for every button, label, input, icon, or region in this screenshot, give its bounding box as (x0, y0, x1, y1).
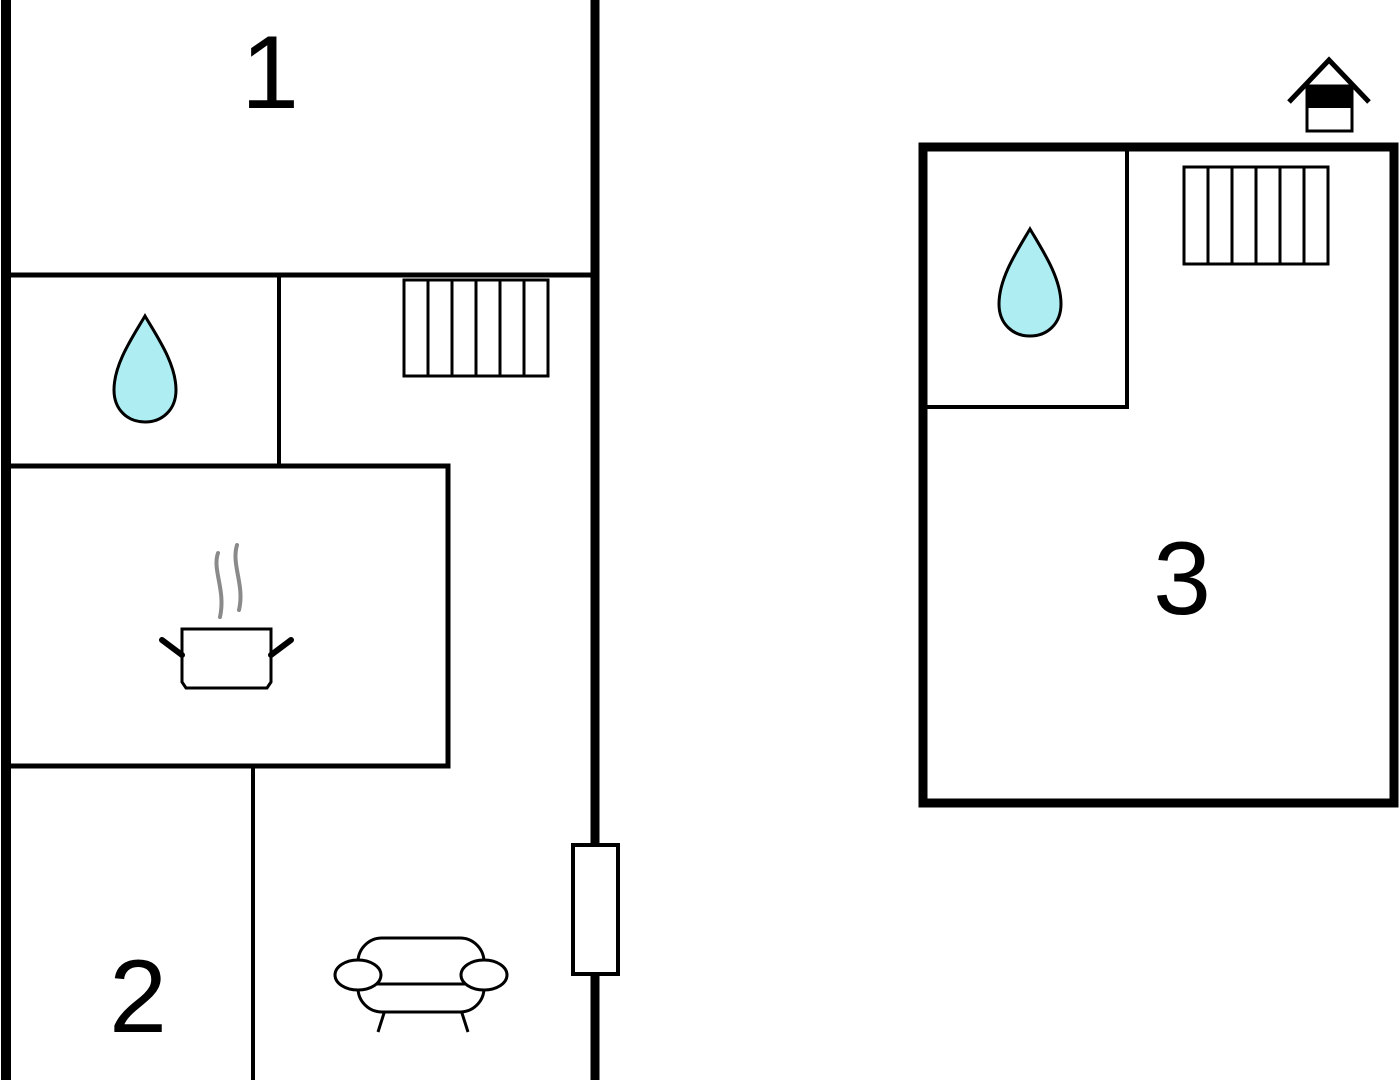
water-drop-icon (112, 313, 178, 424)
armchair-icon (333, 936, 509, 1033)
annex-outer-walls (918, 142, 1399, 808)
main-building (1, 0, 620, 1080)
cooking-pot-icon (159, 543, 294, 690)
steam-lines (214, 543, 243, 619)
water-drop-icon (997, 226, 1063, 338)
house-icon (1287, 56, 1371, 133)
annex-bathroom-walls (927, 151, 1129, 409)
staircase-icon (402, 278, 550, 378)
room-number-1: 1 (241, 15, 299, 131)
kitchen-walls (5, 463, 451, 769)
staircase-icon (1182, 165, 1330, 266)
window-element (571, 843, 620, 976)
room-number-2: 2 (109, 939, 167, 1055)
annex-building (918, 142, 1399, 808)
room-number-3: 3 (1153, 521, 1211, 637)
